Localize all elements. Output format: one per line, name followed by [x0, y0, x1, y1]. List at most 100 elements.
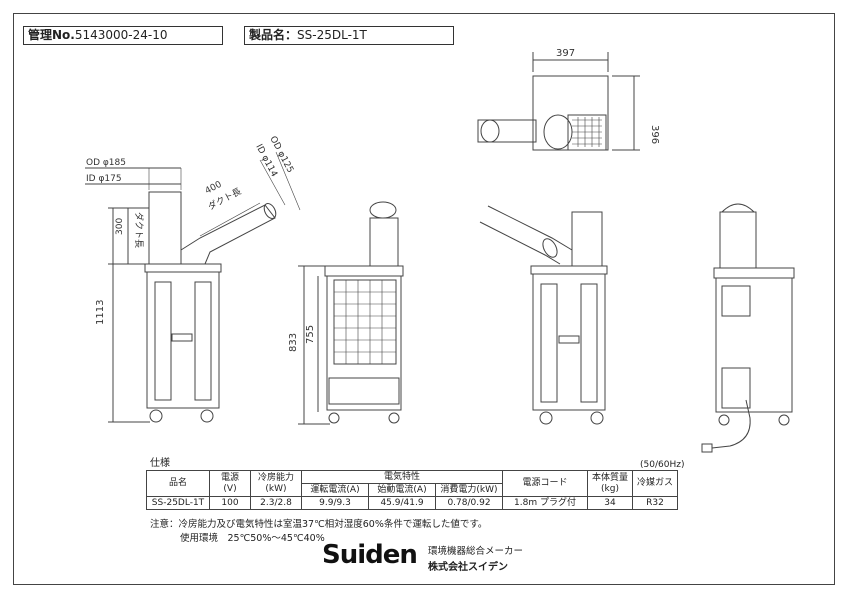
view2-caster-left — [328, 412, 340, 424]
cell-cooling: 2.3/2.8 — [250, 496, 302, 510]
view3-panel-right — [580, 283, 598, 403]
view2-duct-elbow — [369, 201, 397, 219]
cell-start-current: 45.9/41.9 — [368, 496, 436, 510]
hdr-weight-text: 本体質量 — [591, 472, 628, 483]
view4-body — [715, 277, 793, 413]
spec-note: 注意：冷房能力及び電気特性は室温37℃相対湿度60%条件で運転した値です。 — [150, 519, 488, 530]
hdr-run-current: 運転電流(A) — [301, 483, 369, 497]
cell-run-current: 9.9/9.3 — [301, 496, 369, 510]
hdr-cooling-text: 冷房能力 — [257, 472, 294, 483]
company-name: 株式会社スイデン — [428, 562, 508, 573]
top-view-grille-lines — [572, 117, 602, 147]
view3-duct-end — [542, 238, 558, 258]
company-tagline: 環境機器総合メーカー — [428, 546, 524, 557]
view1-top-cap — [144, 263, 222, 273]
usage-environment: 使用環境 25℃50%～45℃40% — [180, 533, 325, 544]
view1-panel-left — [154, 281, 172, 401]
spec-subheader-row: 運転電流(A) 始動電流(A) 消費電力(kW) — [147, 483, 678, 497]
control-number-label: 管理No. — [28, 28, 75, 42]
id-main-label: ID φ175 — [86, 174, 122, 184]
view4-duct-top — [721, 203, 755, 213]
spec-frequency: (50/60Hz) — [640, 460, 685, 470]
view3-duct — [479, 205, 573, 265]
duct-length-value: 400 — [204, 180, 224, 197]
hdr-cooling-unit: (kW) — [265, 483, 287, 494]
height-grille-label: 755 — [305, 325, 316, 344]
hdr-cord: 電源コード — [502, 470, 588, 497]
cell-cord: 1.8m プラグ付 — [502, 496, 588, 510]
view3-exhaust-column — [571, 211, 603, 267]
view4-top-cap — [713, 267, 795, 279]
view4-caster-left — [718, 414, 730, 426]
view-2 — [298, 201, 404, 425]
power-cord — [711, 399, 751, 449]
view3-top-cap — [530, 265, 608, 275]
duct-dia-ext-2 — [275, 151, 301, 211]
duct-vertical-value: 300 — [115, 218, 125, 235]
duct-vertical-label: ダクト長 — [133, 212, 145, 248]
product-name-box: 製品名：SS-25DL-1T — [244, 26, 454, 45]
top-view-duct-end — [480, 119, 500, 143]
view1-exhaust-column — [148, 191, 182, 265]
view3-panel-left — [540, 283, 558, 403]
view2-exhaust-column — [369, 217, 399, 267]
view2-top-cap — [324, 265, 404, 277]
control-number-box: 管理No.5143000-24-10 — [23, 26, 223, 45]
view2-grille-lines — [334, 280, 396, 364]
view-4 — [701, 203, 795, 453]
view1-duct-end — [263, 203, 277, 219]
view4-caster-right — [778, 414, 790, 426]
hdr-gas: 冷媒ガス — [632, 470, 678, 497]
view4-exhaust-column — [719, 211, 757, 269]
drawing-frame — [13, 13, 835, 585]
hdr-consumption: 消費電力(kW) — [435, 483, 503, 497]
cell-consumption: 0.78/0.92 — [435, 496, 503, 510]
cell-name: SS-25DL-1T — [146, 496, 210, 510]
product-name-label: 製品名： — [249, 28, 298, 42]
hdr-weight: 本体質量(kg) — [587, 470, 633, 497]
view3-caster-left — [539, 411, 553, 425]
view1-panel-right — [194, 281, 212, 401]
view1-duct — [180, 204, 276, 265]
top-view-duct — [477, 119, 537, 143]
cell-gas: R32 — [632, 496, 678, 510]
duct-dia-ext-1 — [259, 159, 286, 206]
spec-table: 品名 電源(V) 冷房能力(kW) 電気特性 電源コード 本体質量(kg) 冷媒… — [146, 470, 678, 510]
spec-data-row: SS-25DL-1T 100 2.3/2.8 9.9/9.3 45.9/41.9… — [146, 496, 678, 510]
height-total-label: 1113 — [95, 300, 106, 325]
view2-grille — [333, 279, 397, 365]
view-3 — [479, 205, 608, 425]
company-logo: Suiden — [322, 540, 418, 570]
cell-power: 100 — [209, 496, 251, 510]
view1-body — [146, 271, 220, 409]
power-plug — [701, 443, 713, 453]
od-main-label: OD φ185 — [86, 158, 126, 168]
hdr-power-unit: (V) — [223, 483, 237, 494]
view2-caster-right — [388, 412, 400, 424]
hdr-electrical: 電気特性 — [301, 470, 503, 484]
view4-filter — [721, 285, 751, 317]
cell-weight: 34 — [587, 496, 633, 510]
view-1 — [85, 151, 301, 423]
top-view-grille — [567, 114, 607, 151]
view1-caster-left — [149, 409, 163, 423]
spec-title: 仕様 — [150, 458, 170, 469]
top-view — [477, 52, 640, 151]
height-body-label: 833 — [288, 333, 299, 352]
hdr-start-current: 始動電流(A) — [368, 483, 436, 497]
view4-outlet — [721, 367, 751, 409]
view3-body — [532, 273, 606, 411]
product-name-value: SS-25DL-1T — [297, 28, 367, 42]
hdr-power: 電源(V) — [209, 470, 251, 497]
hdr-name: 品名 — [146, 470, 210, 497]
spec-header-row: 品名 電源(V) 冷房能力(kW) 電気特性 電源コード 本体質量(kg) 冷媒… — [146, 470, 678, 497]
view2-body — [326, 275, 402, 411]
control-number-value: 5143000-24-10 — [74, 28, 168, 42]
view3-handle — [558, 335, 580, 344]
view1-handle — [171, 333, 193, 342]
hdr-power-text: 電源 — [220, 472, 239, 483]
view3-caster-right — [590, 411, 604, 425]
hdr-cooling: 冷房能力(kW) — [250, 470, 302, 497]
top-depth-label: 396 — [649, 125, 660, 144]
